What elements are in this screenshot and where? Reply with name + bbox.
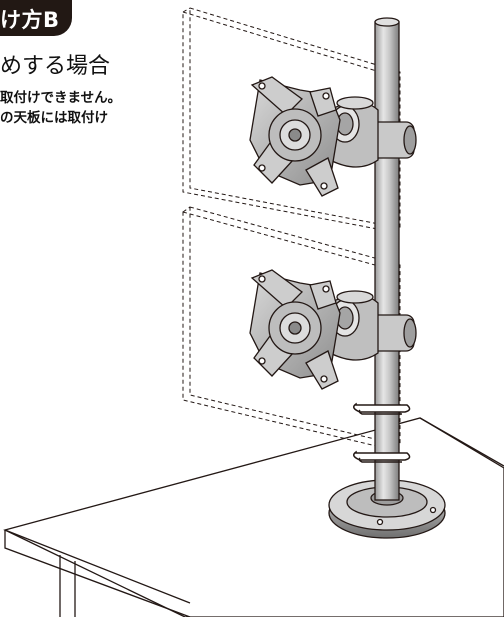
vesa-plate-upper [249, 76, 341, 197]
section-badge-label: け方B [0, 8, 60, 32]
note-line-2: の天板には取付け [0, 110, 108, 126]
section-heading: めする場合 [0, 54, 111, 79]
cable-clips [353, 402, 411, 463]
arm-joint-lower [329, 290, 417, 361]
vesa-plate-lower [249, 269, 341, 390]
section-badge: け方B [0, 0, 72, 36]
pole [374, 17, 400, 501]
note-line-1: 取付けできません。 [0, 90, 122, 106]
arm-joint-upper [329, 96, 417, 168]
